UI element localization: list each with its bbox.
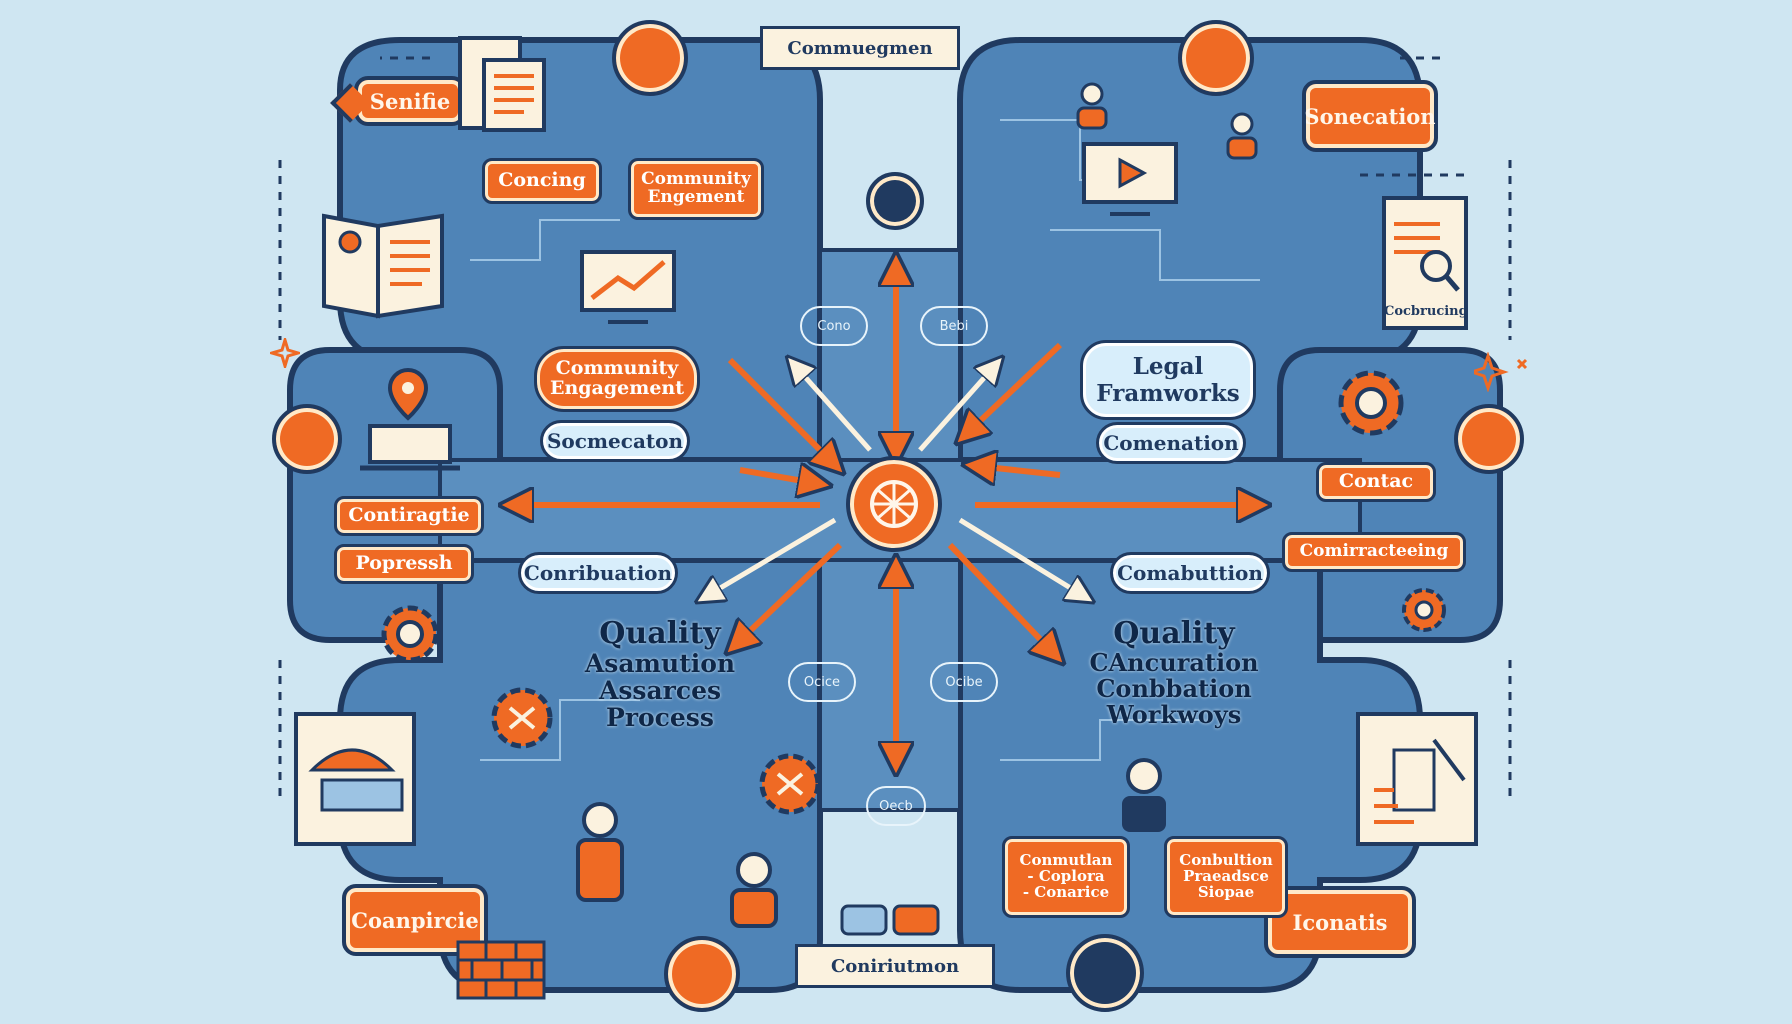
bricks-icon [456, 940, 546, 1000]
person-icon [576, 802, 624, 902]
cloud-ocibe: Ocibe [930, 662, 998, 702]
pill-conribuation[interactable]: Conribuation [518, 552, 678, 594]
bottom-heart-node[interactable] [664, 936, 740, 1012]
tag-community-engement[interactable]: Community Engement [628, 158, 764, 220]
chat-icon [840, 904, 940, 936]
quality-workflows-title: Quality CAncuration Conbbation Workwoys [1089, 616, 1259, 730]
top-right-node[interactable] [1178, 20, 1254, 96]
dashed-guides [278, 56, 1512, 800]
bottom-right-node[interactable] [1066, 934, 1144, 1012]
stacked-papers-icon [294, 712, 416, 846]
laptop-location-icon [360, 367, 460, 471]
hub-arrows-orange [505, 258, 1265, 770]
sparkle-icon [1474, 352, 1528, 392]
quality-assurance-title: Quality Asamution Assarces Process [584, 616, 736, 733]
person-icon [1226, 112, 1258, 160]
tag-popressh[interactable]: Popressh [334, 544, 474, 584]
arrow-lr-out [947, 542, 1060, 660]
tag-concing[interactable]: Concing [482, 158, 602, 204]
arrow-ul-in [727, 357, 840, 470]
tag-community-engagement[interactable]: Community Engagement [534, 346, 700, 412]
top-center-node[interactable] [866, 172, 924, 230]
globe-network-icon [870, 480, 918, 528]
right-flower-node[interactable] [1454, 404, 1524, 474]
contract-document-icon [1356, 712, 1478, 846]
pill-socmecaton[interactable]: Socmecaton [540, 420, 690, 462]
arrow-w-in [739, 470, 826, 485]
gear-icon [759, 753, 821, 815]
legal-frameworks-heading[interactable]: Legal Framworks [1080, 340, 1256, 420]
banner-top-left[interactable]: Senifie [354, 76, 466, 126]
sparkle-icon [270, 338, 300, 368]
document-stack-icon [458, 36, 546, 132]
gear-icon [1402, 588, 1446, 632]
box-conmutlan[interactable]: Conmutlan - Coplora - Conarice [1002, 836, 1130, 918]
pill-comabuttion[interactable]: Comabuttion [1110, 552, 1270, 594]
gear-icon [491, 687, 553, 749]
arrow-ll-out [730, 542, 843, 650]
person-icon [1076, 82, 1108, 130]
header-title: Commuegmen [787, 37, 933, 59]
circuit-lines [470, 119, 1260, 761]
cloud-cono: Cono [800, 306, 868, 346]
left-star-node[interactable] [272, 404, 342, 474]
search-document-icon [1382, 196, 1468, 330]
footer-flag: Coniriutmon [795, 944, 995, 988]
banner-bottom-right[interactable]: Iconatis [1264, 886, 1416, 958]
search-document-label: Cocbrucing [1384, 304, 1468, 319]
cloud-bebi: Bebi [920, 306, 988, 346]
person-icon [730, 852, 778, 928]
gear-icon [381, 605, 439, 663]
header-flag: Commuegmen [760, 26, 960, 70]
pill-comenation[interactable]: Comenation [1096, 422, 1246, 464]
open-book-icon [322, 213, 444, 319]
top-node[interactable] [612, 20, 688, 96]
tag-comirracteeing[interactable]: Comirracteeing [1282, 532, 1466, 572]
arrow-ur-in [960, 342, 1063, 440]
banner-top-right[interactable]: Sonecation [1302, 80, 1438, 152]
tag-contac[interactable]: Contac [1316, 462, 1436, 502]
arrow-e-in [968, 465, 1061, 475]
gear-icon [1338, 370, 1404, 436]
person-icon [1122, 758, 1166, 832]
video-monitor-icon [1082, 142, 1178, 216]
hub-arrows-cream [700, 360, 1090, 600]
tag-contiragtie[interactable]: Contiragtie [334, 496, 484, 536]
footer-title: Coniriutmon [830, 955, 960, 977]
box-conbultion[interactable]: Conbultion Praeadsce Siopae [1164, 836, 1288, 918]
cloud-oecb: Oecb [866, 786, 926, 826]
cloud-ocice: Ocice [788, 662, 856, 702]
chart-monitor-icon [580, 250, 676, 324]
